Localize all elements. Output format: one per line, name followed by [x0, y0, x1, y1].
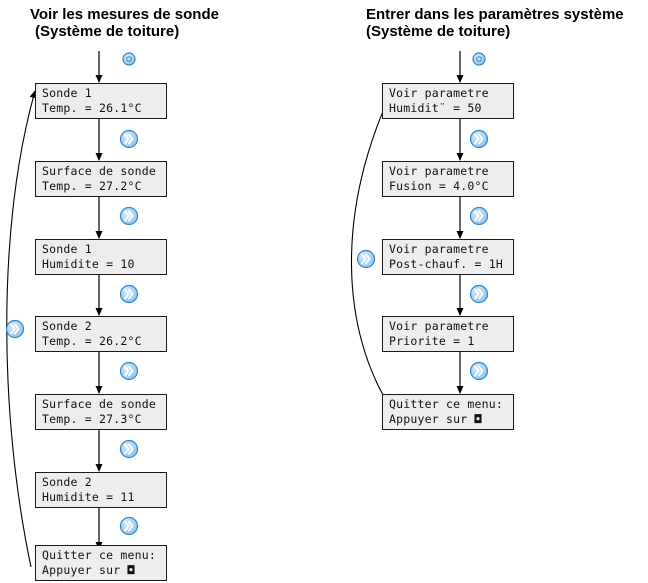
left-screen-7: Quitter ce menu: Appuyer sur ◘	[35, 545, 167, 581]
lcd-line-1: Quitter ce menu:	[42, 548, 156, 562]
right-loop-next-button[interactable]	[356, 249, 376, 269]
lcd-line-1: Voir parametre	[389, 164, 489, 178]
right-title-line1: Entrer dans les paramètres système	[366, 6, 624, 23]
lcd-line-2: Appuyer sur ◘	[42, 563, 135, 577]
right-screen-2: Voir parametre Fusion = 4.0°C	[382, 161, 514, 197]
left-screen-1: Sonde 1 Temp. = 26.1°C	[35, 83, 167, 119]
lcd-line-2: Appuyer sur ◘	[389, 412, 482, 426]
left-screen-6: Sonde 2 Humidite = 11	[35, 472, 167, 508]
left-title: Voir les mesures de sonde (Système de to…	[30, 6, 219, 40]
left-next-button-2[interactable]	[119, 206, 139, 226]
left-next-button-6[interactable]	[119, 516, 139, 536]
left-next-button-4[interactable]	[119, 361, 139, 381]
lcd-line-2: Humidite = 11	[42, 490, 135, 504]
lcd-line-1: Quitter ce menu:	[389, 397, 503, 411]
right-screen-3: Voir parametre Post-chauf. = 1H	[382, 239, 514, 275]
right-next-button-2[interactable]	[469, 206, 489, 226]
left-title-line1: Voir les mesures de sonde	[30, 6, 219, 23]
left-next-button-3[interactable]	[119, 284, 139, 304]
right-screen-1: Voir parametre Humidit¨ = 50	[382, 83, 514, 119]
right-title: Entrer dans les paramètres système (Syst…	[366, 6, 624, 40]
lcd-line-1: Sonde 2	[42, 475, 92, 489]
right-screen-5: Quitter ce menu: Appuyer sur ◘	[382, 394, 514, 430]
lcd-line-2: Humidit¨ = 50	[389, 101, 482, 115]
lcd-line-2: Humidite = 10	[42, 257, 135, 271]
right-next-button-3[interactable]	[469, 284, 489, 304]
lcd-line-2: Priorite = 1	[389, 334, 475, 348]
lcd-line-2: Temp. = 27.2°C	[42, 179, 142, 193]
lcd-line-2: Post-chauf. = 1H	[389, 257, 503, 271]
right-start-button[interactable]	[472, 52, 486, 66]
lcd-line-1: Voir parametre	[389, 86, 489, 100]
left-screen-3: Sonde 1 Humidite = 10	[35, 239, 167, 275]
left-screen-2: Surface de sonde Temp. = 27.2°C	[35, 161, 167, 197]
left-title-line2: (Système de toiture)	[35, 23, 180, 40]
lcd-line-1: Voir parametre	[389, 319, 489, 333]
right-next-button-4[interactable]	[469, 361, 489, 381]
right-next-button-1[interactable]	[469, 129, 489, 149]
right-title-line2: (Système de toiture)	[366, 23, 511, 40]
lcd-line-1: Sonde 2	[42, 319, 92, 333]
left-next-button-1[interactable]	[119, 129, 139, 149]
lcd-line-1: Surface de sonde	[42, 397, 156, 411]
lcd-line-2: Fusion = 4.0°C	[389, 179, 489, 193]
left-start-button[interactable]	[122, 52, 136, 66]
lcd-line-1: Sonde 1	[42, 86, 92, 100]
circle-button-icon	[472, 52, 486, 66]
circle-button-icon	[122, 52, 136, 66]
lcd-line-1: Surface de sonde	[42, 164, 156, 178]
lcd-line-1: Sonde 1	[42, 242, 92, 256]
left-loop-next-button[interactable]	[5, 319, 25, 339]
right-screen-4: Voir parametre Priorite = 1	[382, 316, 514, 352]
lcd-line-2: Temp. = 26.2°C	[42, 334, 142, 348]
lcd-line-2: Temp. = 26.1°C	[42, 101, 142, 115]
lcd-line-1: Voir parametre	[389, 242, 489, 256]
left-screen-5: Surface de sonde Temp. = 27.3°C	[35, 394, 167, 430]
left-next-button-5[interactable]	[119, 439, 139, 459]
left-screen-4: Sonde 2 Temp. = 26.2°C	[35, 316, 167, 352]
right-loop-arrow	[350, 90, 393, 411]
lcd-line-2: Temp. = 27.3°C	[42, 412, 142, 426]
